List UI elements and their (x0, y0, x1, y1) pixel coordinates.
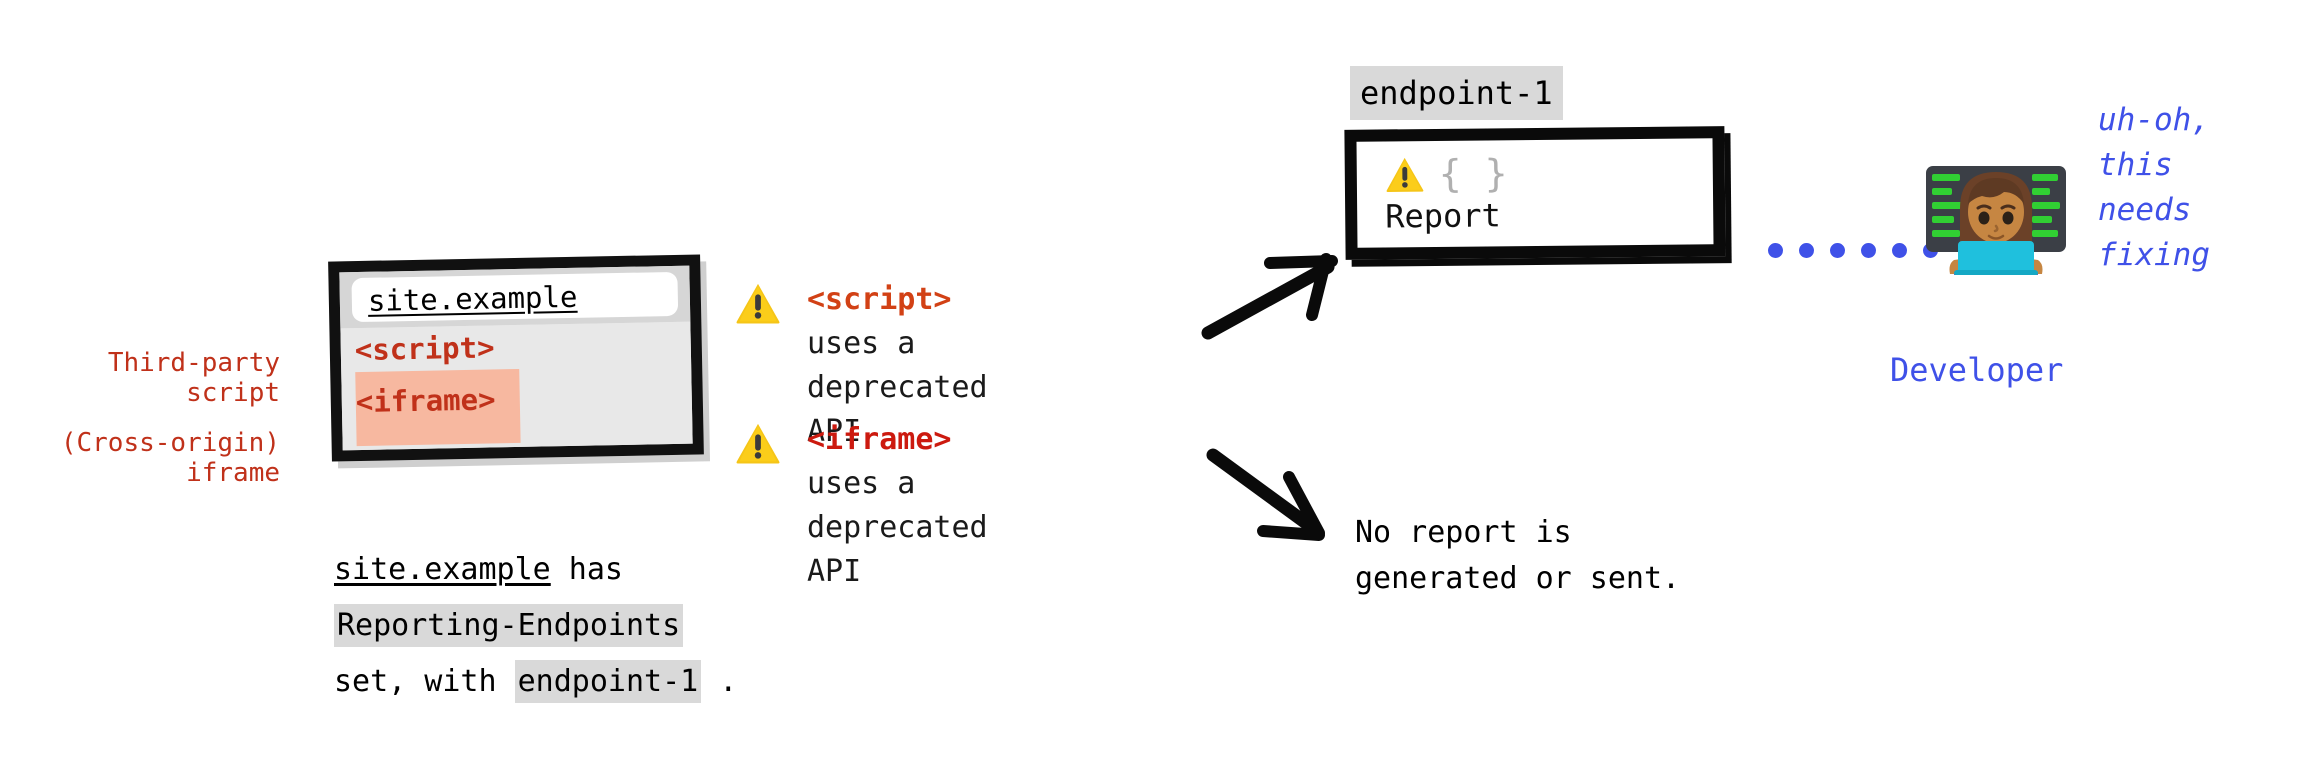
caption-site-name: site.example (334, 552, 551, 587)
developer-label: Developer (1890, 351, 2064, 389)
developer-speech-text: uh-oh, this needs fixing (2098, 102, 2210, 273)
no-report-text: No report is generated or sent. (1355, 515, 1681, 596)
warning-triangle-icon (736, 423, 780, 464)
iframe-tag-text: <iframe> (355, 382, 496, 420)
label-cross-origin-iframe: (Cross-origin) iframe (60, 428, 280, 488)
browser-viewport: <script> <iframe> (340, 321, 693, 451)
connector-dot (1768, 243, 1783, 258)
caption-line-1-rest: has (550, 552, 623, 587)
caption-line-3-post: . (701, 664, 738, 699)
warning-text-iframe: <iframe> uses a deprecated API (807, 418, 988, 594)
warning-tag-iframe: <iframe> (807, 422, 952, 457)
warning-triangle-icon (1386, 157, 1424, 192)
connector-dot (1861, 243, 1876, 258)
caption-endpoint-chip: endpoint-1 (514, 660, 702, 703)
woman-technologist-emoji (1926, 166, 2066, 275)
report-box: { } Report (1344, 126, 1732, 267)
browser-window-frame: site.example <script> <iframe> (328, 254, 704, 462)
json-braces-icon: { } (1438, 151, 1508, 196)
script-tag-text: <script> (354, 330, 495, 368)
arrow-to-report (1201, 253, 1338, 340)
address-bar[interactable]: site.example (351, 271, 679, 323)
endpoint-label-chip: endpoint-1 (1350, 66, 1563, 120)
report-label: Report (1385, 196, 1501, 236)
dotted-connector (1768, 243, 1938, 258)
caption-line-3-pre: set, with (334, 664, 515, 699)
browser-caption: site.example has Reporting-Endpoints set… (334, 542, 854, 710)
browser-window: site.example <script> <iframe> (328, 254, 711, 469)
report-box-content: { } Report (1385, 151, 1508, 236)
label-third-party-script: Third-party script (107, 348, 280, 408)
warning-triangle-icon (736, 283, 780, 324)
arrow-to-no-report (1206, 448, 1325, 541)
caption-line-1: site.example has (334, 542, 854, 598)
address-bar-url: site.example (367, 279, 578, 318)
warning-rest-iframe: uses a deprecated API (807, 466, 988, 589)
report-box-frame: { } Report (1344, 126, 1726, 260)
browser-chrome: site.example (339, 265, 691, 329)
caption-line-3: set, with endpoint-1 . (334, 654, 854, 710)
connector-dot (1830, 243, 1845, 258)
caption-line-2: Reporting-Endpoints (334, 598, 854, 654)
warning-tag-script: <script> (807, 282, 952, 317)
connector-dot (1892, 243, 1907, 258)
caption-header-chip: Reporting-Endpoints (334, 604, 684, 647)
connector-dot (1799, 243, 1814, 258)
warning-rest-script: uses a deprecated API (807, 326, 988, 449)
report-icon-row: { } (1385, 151, 1508, 196)
warning-text-script: <script> uses a deprecated API (807, 278, 988, 454)
